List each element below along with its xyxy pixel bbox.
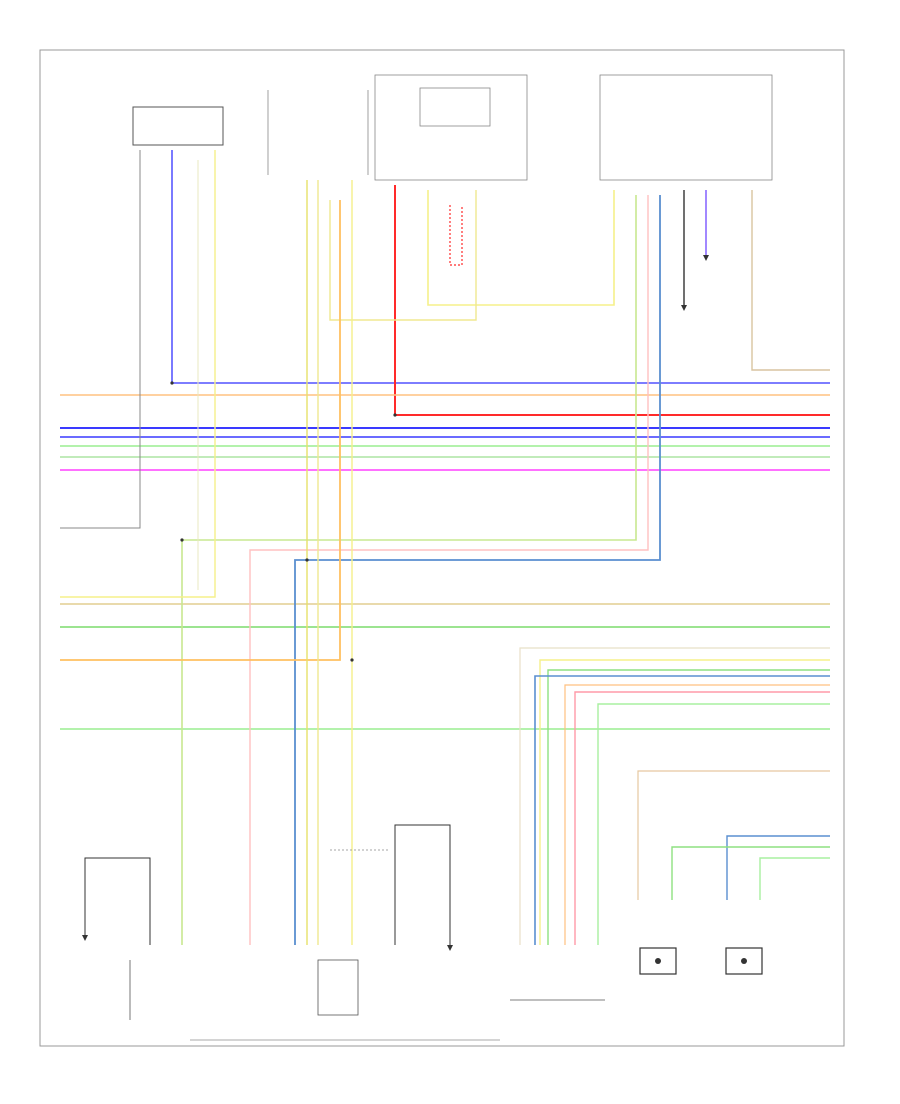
ground-wire-left [84, 857, 151, 945]
rear-sensor-right-dot [741, 958, 747, 964]
ground-arrow-icon [681, 305, 687, 311]
wire-red-loop [449, 205, 463, 266]
wire-yellow-relay [427, 190, 615, 306]
wire-pink-bcm [249, 195, 649, 945]
ground-arrow-icon [447, 945, 453, 951]
wire-red [394, 185, 830, 416]
wire-lower-tan [519, 647, 830, 945]
wire-sensor-green [671, 846, 830, 900]
relay-box [374, 74, 528, 181]
wire-lower-yellow [539, 659, 830, 945]
wire-orange-lower [60, 200, 341, 661]
wire-steelblue-bcm [294, 195, 661, 945]
ground-arrow-icon [703, 255, 709, 261]
wire-lower-tan-2 [637, 770, 830, 900]
rear-sensor-left-dot [655, 958, 661, 964]
wire-yellow-left [60, 150, 216, 598]
wire-lime-bcm [181, 195, 637, 945]
wire-lower-green-2 [597, 703, 830, 945]
wire-sensor-green-2 [759, 857, 830, 900]
splice-point [180, 538, 184, 542]
wire-blue-topleft [171, 150, 830, 384]
wire-tan-bcm [751, 190, 830, 371]
splice-point [305, 558, 309, 562]
wire-yellow-center [329, 190, 477, 321]
wire-lower-green [547, 669, 830, 945]
wire-lower-steelblue [534, 675, 830, 945]
wire-sensor-steelblue [726, 835, 830, 900]
splice-points [170, 381, 397, 662]
wire-lower-pink [574, 691, 830, 945]
wire-gray-left [60, 150, 141, 529]
bus-wires [60, 394, 830, 730]
diagram-frame [39, 49, 845, 1047]
fuel-pump-wire [394, 824, 451, 945]
top-left-module-box [132, 106, 224, 146]
rear-sensor-right [725, 947, 763, 975]
splice-point [393, 413, 397, 417]
relay-inner [419, 87, 491, 127]
wire-lower-orange [564, 684, 830, 945]
rear-sensor-left [639, 947, 677, 975]
body-control-module-box [599, 74, 773, 181]
fuel-tank-unit-bracket [317, 959, 359, 1016]
splice-point [170, 381, 174, 385]
ground-arrow-icon [82, 935, 88, 941]
splice-point [350, 658, 354, 662]
